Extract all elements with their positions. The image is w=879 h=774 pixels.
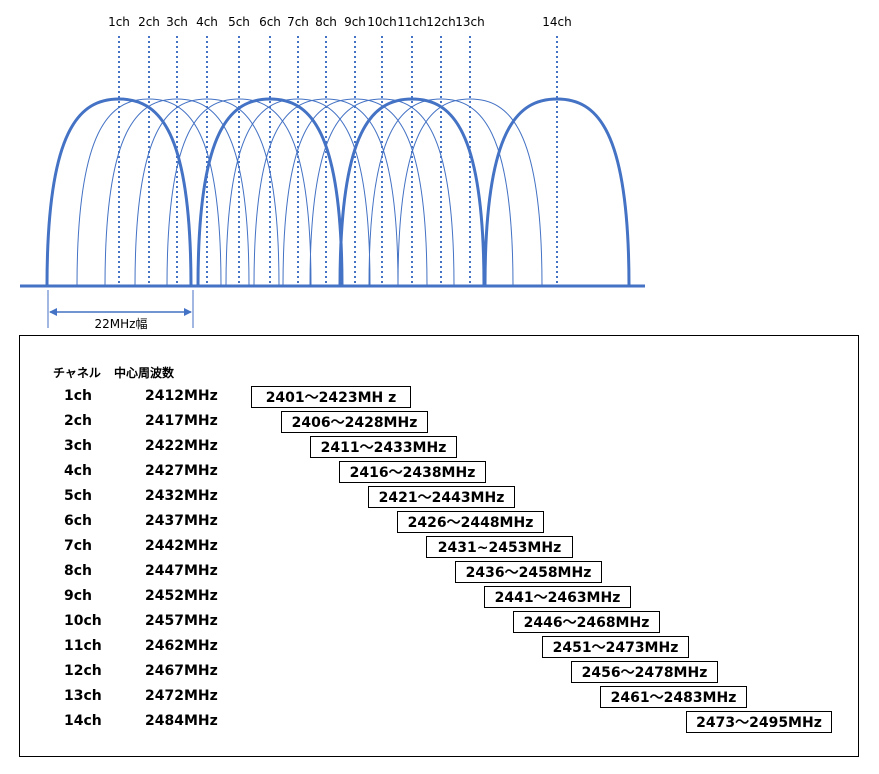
channel-label-12ch: 12ch [426,15,455,29]
row-center-frequency-3: 2422MHz [145,438,218,454]
header-center-frequency: 中心周波数 [114,366,175,380]
row-frequency-range-6: 2426～2448MHz [397,511,544,533]
channel-curves-thin [76,98,543,287]
channel-label-3ch: 3ch [166,15,188,29]
row-frequency-range-7: 2431~2453MHz [426,536,573,558]
channel-curve-9ch [282,98,428,287]
channel-label-14ch: 14ch [542,15,571,29]
channel-label-7ch: 7ch [287,15,309,29]
row-frequency-range-10: 2446～2468MHz [513,611,660,633]
row-channel-5: 5ch [64,488,93,504]
row-frequency-range-3: 2411～2433MHz [310,436,457,458]
channel-label-4ch: 4ch [196,15,218,29]
bandwidth-arrow-right-head [184,308,192,316]
channel-curve-13ch [397,98,543,287]
row-frequency-range-12: 2456～2478MHz [571,661,718,683]
channel-curve-12ch [368,98,514,287]
row-center-frequency-8: 2447MHz [145,563,218,579]
channel-label-8ch: 8ch [315,15,337,29]
row-channel-4: 4ch [64,463,93,479]
row-channel-8: 8ch [64,563,93,579]
channel-label-5ch: 5ch [228,15,250,29]
row-channel-13: 13ch [64,688,102,704]
row-center-frequency-4: 2427MHz [145,463,218,479]
row-channel-3: 3ch [64,438,93,454]
row-center-frequency-5: 2432MHz [145,488,218,504]
row-center-frequency-9: 2452MHz [145,588,218,604]
row-center-frequency-11: 2462MHz [145,638,218,654]
row-channel-2: 2ch [64,413,93,429]
channel-label-9ch: 9ch [344,15,366,29]
channel-curve-6ch [196,97,344,287]
channel-curve-10ch [309,98,455,287]
channel-table-panel: チャネル 中心周波数 1ch 2412MHz 2401～2423MH z 2ch 241… [19,335,859,757]
row-frequency-range-13: 2461～2483MHz [600,686,747,708]
channel-curve-4ch [134,98,280,287]
row-frequency-range-11: 2451～2473MHz [542,636,689,658]
row-frequency-range-4: 2416～2438MHz [339,461,486,483]
bandwidth-label: 22MHz幅 [95,316,148,331]
header-channel: チャネル [53,366,101,380]
row-channel-9: 9ch [64,588,93,604]
row-frequency-range-1: 2401～2423MH z [251,386,411,408]
row-center-frequency-12: 2467MHz [145,663,218,679]
row-channel-7: 7ch [64,538,93,554]
row-channel-11: 11ch [64,638,102,654]
row-center-frequency-6: 2437MHz [145,513,218,529]
channel-curve-7ch [225,98,371,287]
row-frequency-range-14: 2473～2495MHz [686,711,832,733]
row-frequency-range-9: 2441～2463MHz [484,586,631,608]
row-center-frequency-10: 2457MHz [145,613,218,629]
channel-curve-1ch [45,97,193,287]
bandwidth-arrow-left-head [49,308,57,316]
channel-center-lines [118,36,558,283]
row-center-frequency-14: 2484MHz [145,713,218,729]
channel-curve-3ch [104,98,250,287]
channel-curve-5ch [166,98,312,287]
channel-label-6ch: 6ch [259,15,281,29]
row-channel-6: 6ch [64,513,93,529]
row-frequency-range-8: 2436～2458MHz [455,561,602,583]
channel-curve-11ch [338,97,486,287]
channel-label-11ch: 11ch [397,15,426,29]
channel-curve-2ch [76,98,222,287]
row-channel-10: 10ch [64,613,102,629]
channel-label-13ch: 13ch [455,15,484,29]
channel-label-1ch: 1ch [108,15,130,29]
row-center-frequency-7: 2442MHz [145,538,218,554]
channel-curve-14ch [483,97,631,287]
channel-curves-thick [45,97,631,287]
row-channel-14: 14ch [64,713,102,729]
row-center-frequency-13: 2472MHz [145,688,218,704]
row-channel-1: 1ch [64,388,93,404]
row-channel-12: 12ch [64,663,102,679]
channel-label-2ch: 2ch [138,15,160,29]
row-center-frequency-2: 2417MHz [145,413,218,429]
row-center-frequency-1: 2412MHz [145,388,218,404]
channel-curve-8ch [253,98,399,287]
row-frequency-range-2: 2406～2428MHz [281,411,428,433]
row-frequency-range-5: 2421～2443MHz [368,486,515,508]
channel-label-10ch: 10ch [367,15,396,29]
